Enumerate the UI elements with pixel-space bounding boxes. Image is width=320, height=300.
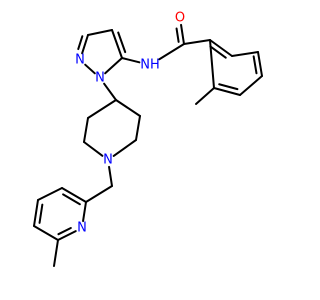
double-bond-11 <box>111 29 123 59</box>
bond-layer <box>33 23 263 267</box>
double-bond-25 <box>61 187 87 203</box>
double-bond-13 <box>81 34 89 55</box>
single-bond-16 <box>103 82 117 101</box>
single-bond-31 <box>53 239 59 267</box>
single-bond-22 <box>87 99 117 119</box>
single-bond-3 <box>231 51 259 57</box>
single-bond-1 <box>183 39 211 45</box>
double-bond-inner-27 <box>38 203 44 224</box>
double-bond-inner-13 <box>77 35 84 51</box>
single-bond-26 <box>37 187 63 201</box>
double-bond-4 <box>257 51 263 77</box>
single-bond-19 <box>112 139 137 157</box>
double-bond-inner-29 <box>57 226 72 236</box>
double-bond-inner-4 <box>252 55 258 75</box>
atom-label-o: O <box>175 11 185 26</box>
atom-label-n-pyrazole-1: N <box>95 71 105 86</box>
single-bond-18 <box>135 115 141 141</box>
double-bond-6 <box>213 87 241 96</box>
single-bond-30 <box>82 201 87 223</box>
single-bond-14 <box>84 63 96 75</box>
single-bond-9 <box>158 43 185 61</box>
single-bond-20 <box>83 141 104 157</box>
single-bond-8 <box>195 87 215 105</box>
double-bond-2 <box>209 39 233 57</box>
double-bond-29 <box>57 230 77 241</box>
atom-label-n-piperidine: N <box>103 153 113 168</box>
single-bond-24 <box>85 185 113 203</box>
single-bond-10 <box>121 57 141 64</box>
atom-label-nh: NH <box>140 58 160 73</box>
single-bond-28 <box>33 225 59 241</box>
single-bond-23 <box>108 165 113 187</box>
single-bond-17 <box>115 99 141 117</box>
double-bond-inner-11 <box>117 31 127 54</box>
single-bond-7 <box>209 39 215 89</box>
single-bond-5 <box>239 75 263 96</box>
single-bond-21 <box>83 117 89 143</box>
double-bond-inner-25 <box>62 193 81 206</box>
double-bond-0 <box>180 23 185 45</box>
double-bond-27 <box>33 199 39 227</box>
atom-label-n-pyridine: N <box>77 221 87 236</box>
single-bond-12 <box>87 29 113 36</box>
single-bond-15 <box>104 57 123 75</box>
atom-label-n-pyrazole-2: N <box>75 53 85 68</box>
double-bond-inner-2 <box>209 45 227 59</box>
double-bond-inner-0 <box>175 27 180 43</box>
double-bond-inner-6 <box>218 83 239 91</box>
